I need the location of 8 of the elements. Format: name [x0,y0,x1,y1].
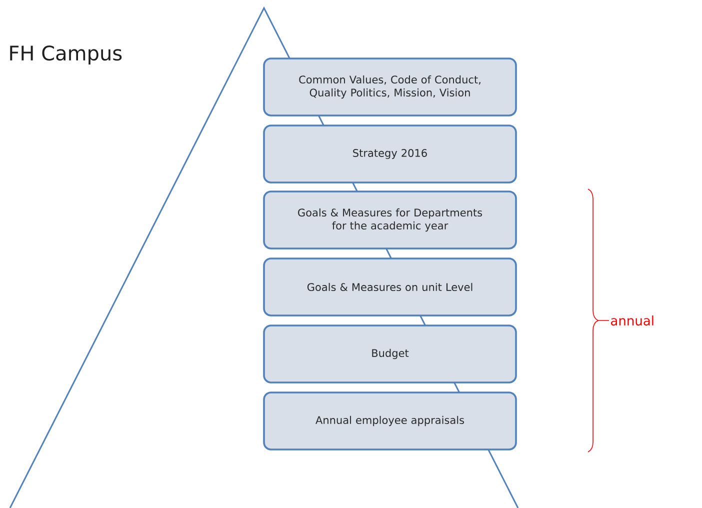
heading: FH Campus [10,46,122,64]
process-box: Budget [263,324,517,384]
process-box: Goals & Measures for Departments for the academic year [263,190,517,250]
bracket-label: annual [610,315,654,326]
process-box: Common Values, Code of Conduct, Quality Politics, Mission, Vision [263,58,517,116]
process-box: Strategy 2016 [263,124,517,184]
process-box: Annual employee appraisals [263,392,517,450]
process-box: Goals & Measures on unit Level [263,258,517,316]
